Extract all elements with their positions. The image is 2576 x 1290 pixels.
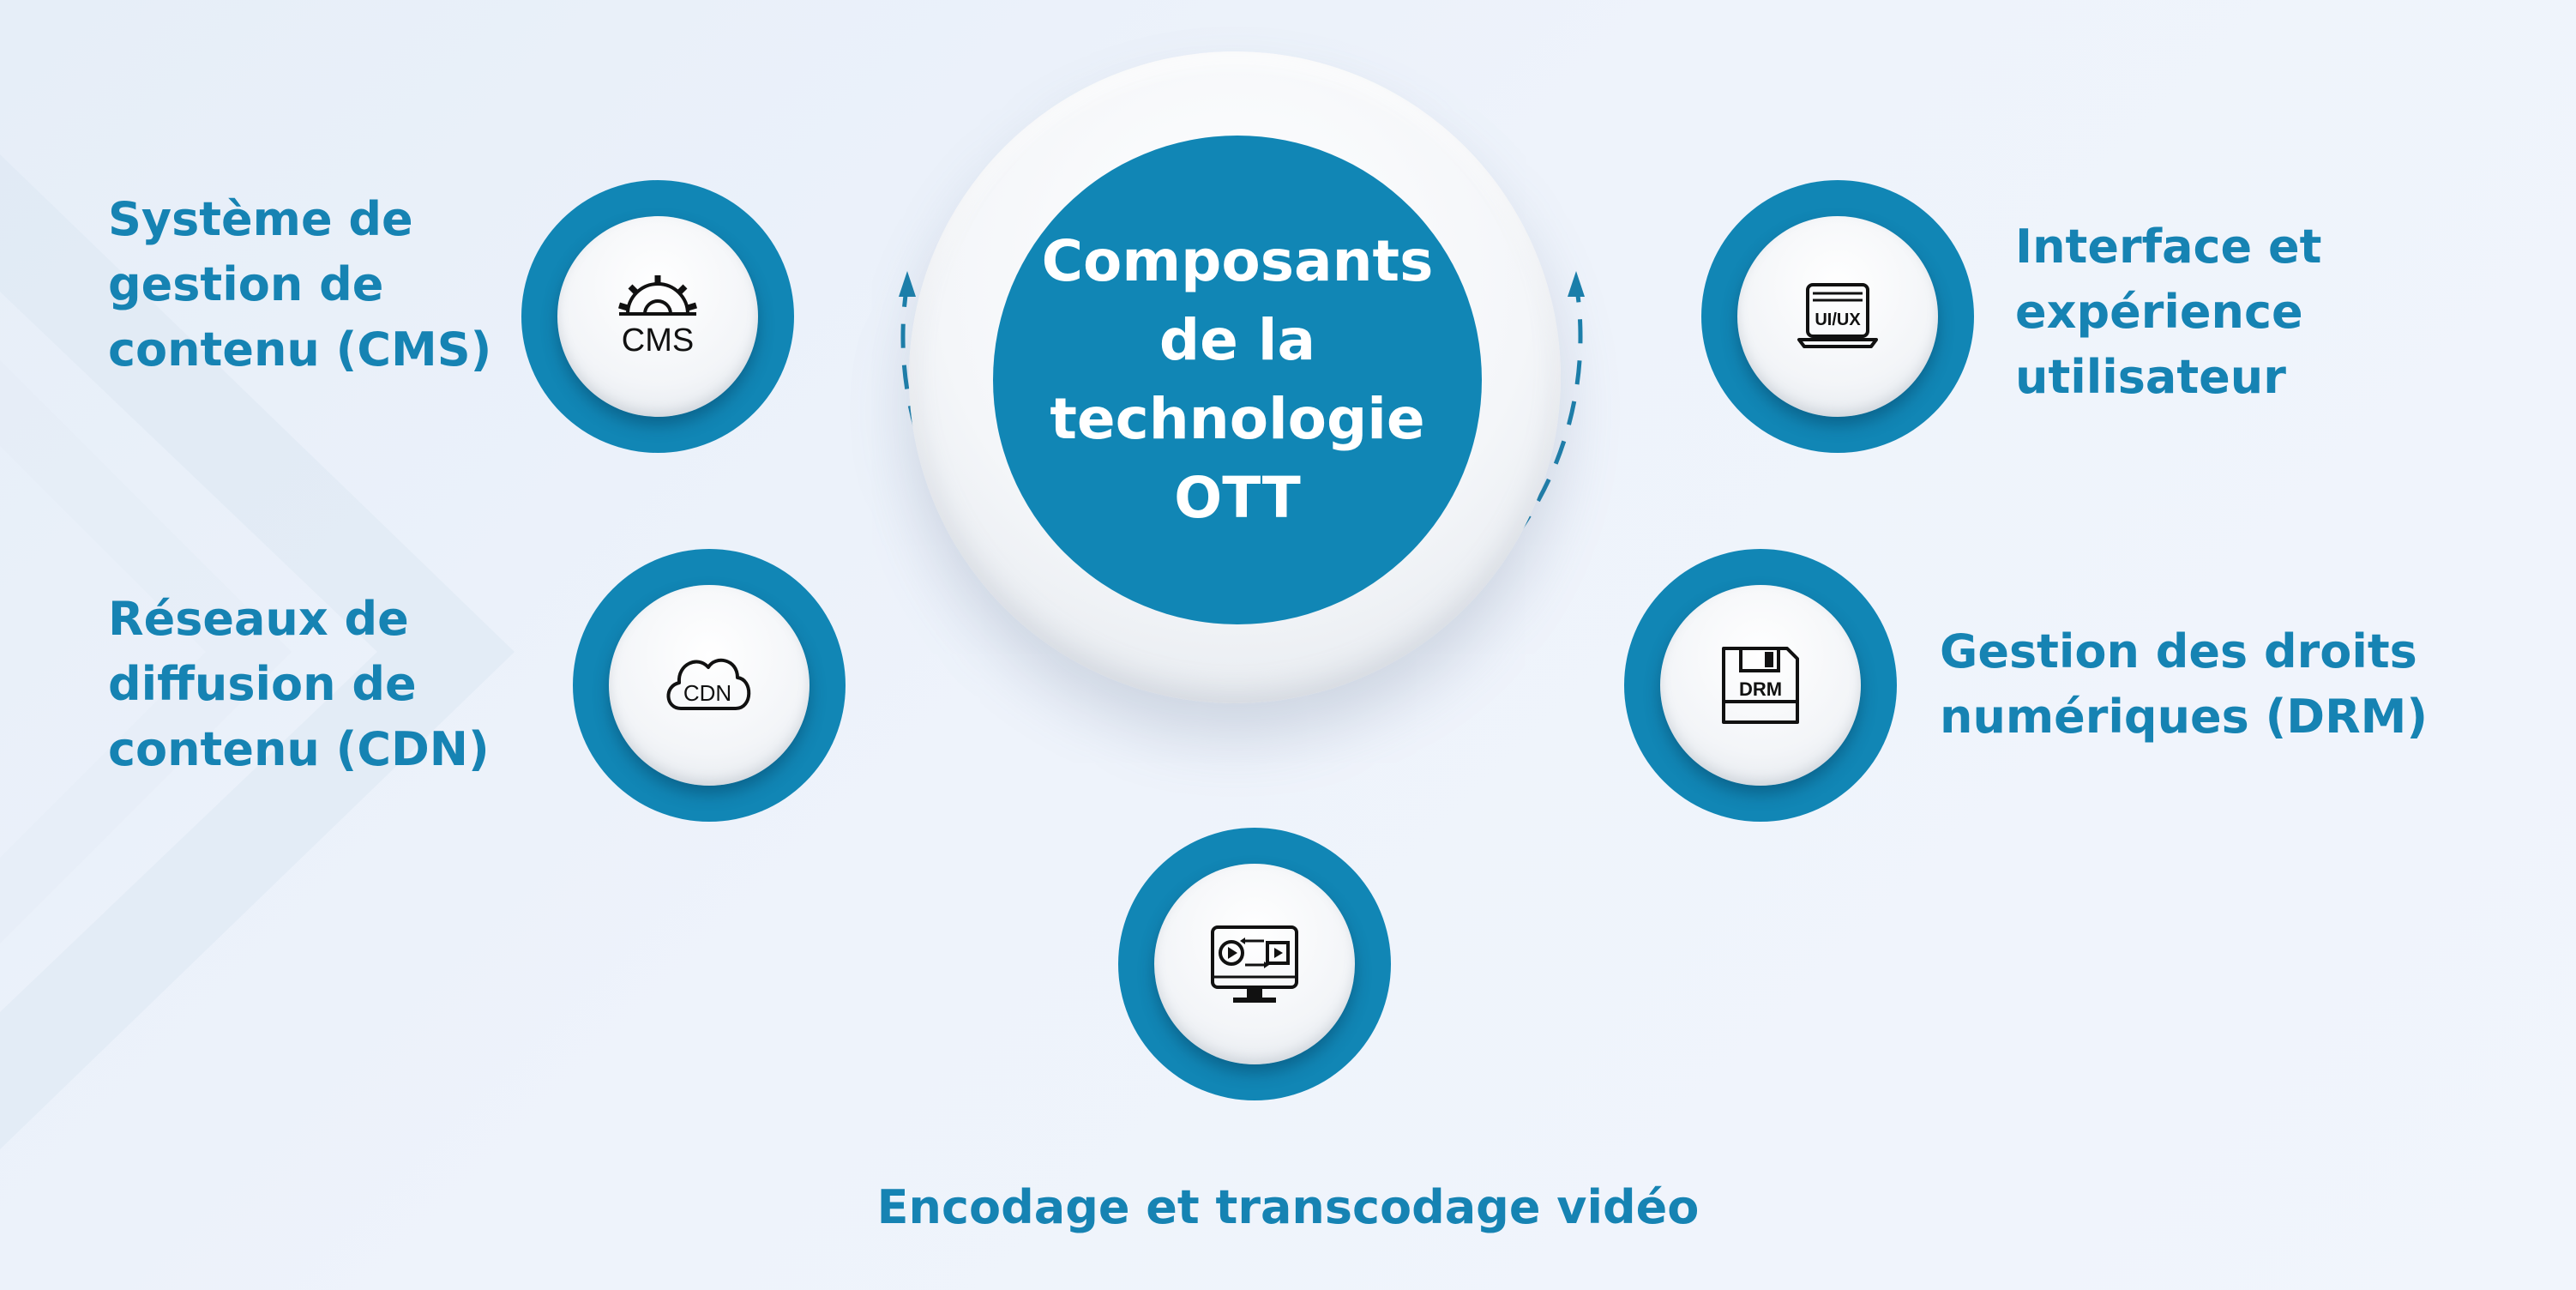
- node-cms-disc: CMS: [557, 216, 758, 417]
- uiux-laptop-icon: UI/UX: [1797, 283, 1878, 348]
- svg-text:CDN: CDN: [683, 680, 731, 706]
- label-uiux: Interface et expérience utilisateur: [2015, 220, 2322, 404]
- drm-floppy-icon: DRM: [1722, 647, 1799, 724]
- node-encoding-disc: [1154, 864, 1355, 1064]
- node-uiux: UI/UX: [1701, 180, 1974, 453]
- cms-gear-icon: CMS: [617, 275, 698, 359]
- node-cdn: CDN: [573, 549, 846, 822]
- label-drm: Gestion des droits numériques (DRM): [1940, 624, 2429, 744]
- label-cms: Système de gestion de contenu (CMS): [108, 192, 492, 377]
- label-encoding: Encodage et transcodage vidéo: [876, 1180, 1700, 1234]
- svg-text:DRM: DRM: [1739, 678, 1782, 700]
- svg-text:CMS: CMS: [622, 322, 694, 359]
- svg-text:UI/UX: UI/UX: [1815, 310, 1861, 329]
- label-cdn: Réseaux de diffusion de contenu (CDN): [108, 592, 490, 776]
- node-drm: DRM: [1624, 549, 1897, 822]
- hub-title: Composants de la technologie OTT: [1041, 228, 1434, 531]
- node-cms: CMS: [521, 180, 794, 453]
- hub-center: Composants de la technologie OTT: [993, 136, 1482, 624]
- node-encoding: [1118, 828, 1391, 1100]
- node-cdn-disc: CDN: [609, 585, 810, 786]
- video-monitor-icon: [1211, 925, 1298, 1003]
- cdn-cloud-icon: CDN: [666, 659, 751, 710]
- node-drm-disc: DRM: [1660, 585, 1861, 786]
- node-uiux-disc: UI/UX: [1737, 216, 1938, 417]
